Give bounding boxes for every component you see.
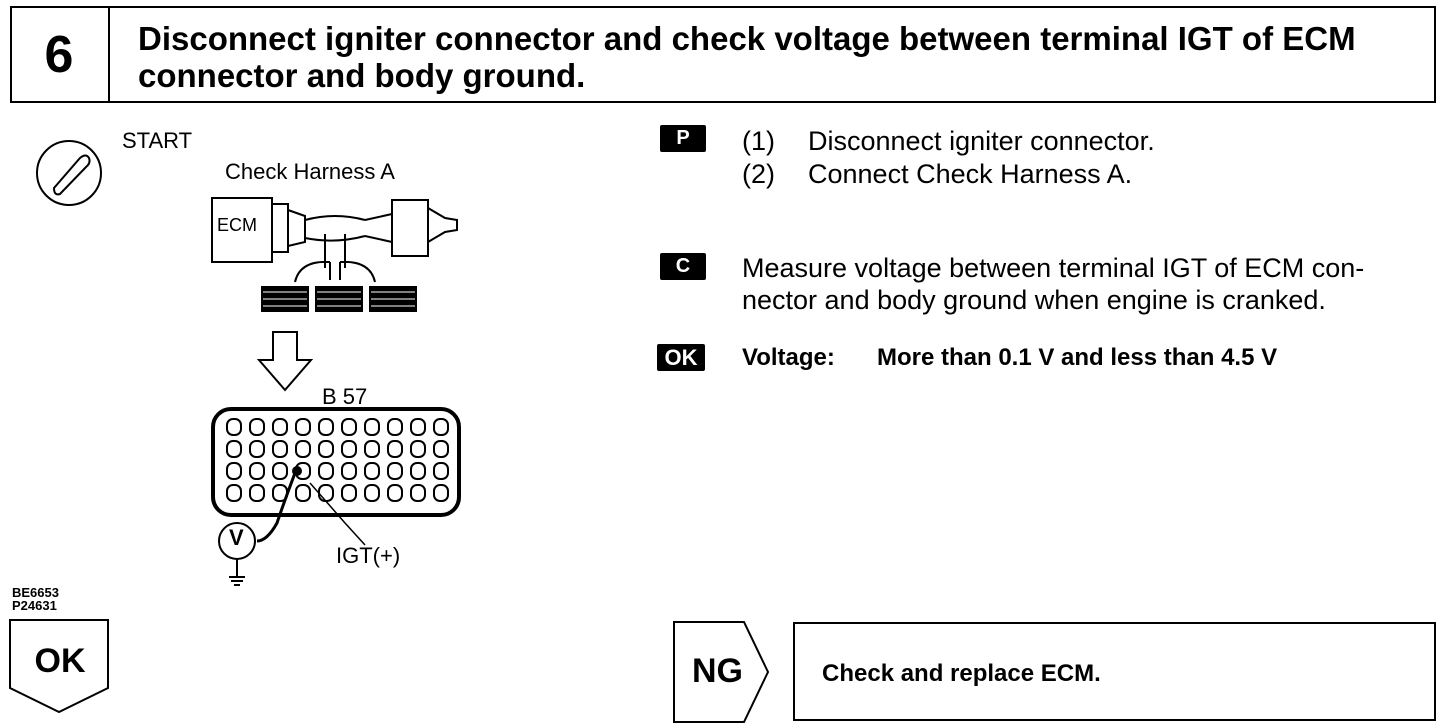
figure-code: BE6653 [12, 585, 59, 600]
ng-action-box [793, 622, 1436, 721]
check-instruction-line: Measure voltage between terminal IGT of … [742, 253, 1365, 283]
connector-terminal [341, 484, 357, 502]
connector-terminal [249, 484, 265, 502]
connector-terminal [341, 418, 357, 436]
start-icon [36, 140, 102, 206]
connector-terminal [433, 418, 449, 436]
spec-label: Voltage: [742, 344, 835, 371]
connector-terminal [226, 440, 242, 458]
connector-terminal [410, 484, 426, 502]
start-label: START [122, 128, 193, 153]
connector-terminal [387, 462, 403, 480]
procedure-step-number: (2) [742, 159, 775, 189]
connector-terminal [433, 462, 449, 480]
check-instruction-line: nector and body ground when engine is cr… [742, 285, 1326, 315]
procedure-step-text: Connect Check Harness A. [808, 159, 1133, 189]
igt-terminal-label: IGT(+) [336, 543, 401, 568]
ecm-label: ECM [217, 215, 257, 235]
connector-terminal [295, 484, 311, 502]
connector-terminal [341, 462, 357, 480]
ok-spec-tag: OK [657, 344, 705, 371]
connector-terminal [226, 418, 242, 436]
check-tag: C [660, 253, 706, 280]
connector-terminal [226, 484, 242, 502]
connector-terminal [249, 440, 265, 458]
connector-label: B 57 [322, 384, 368, 409]
step-title: Disconnect igniter connector and check v… [138, 20, 1356, 94]
connector-terminal [318, 418, 334, 436]
harness-label: Check Harness A [225, 159, 395, 184]
ng-flow-pointer [673, 621, 770, 723]
connector-terminal [295, 440, 311, 458]
step-number: 6 [10, 6, 110, 103]
connector-terminal [364, 418, 380, 436]
connector-terminal [318, 462, 334, 480]
down-arrow-icon [256, 331, 314, 392]
connector-terminal [249, 462, 265, 480]
figure-code: P24631 [12, 598, 57, 613]
connector-terminal [272, 440, 288, 458]
connector-terminal [364, 440, 380, 458]
connector-terminal [272, 418, 288, 436]
connector-terminal [433, 484, 449, 502]
step-header-box [10, 6, 1436, 103]
connector-terminal [226, 462, 242, 480]
connector-terminal [410, 462, 426, 480]
ok-flow-pointer [9, 619, 109, 714]
voltmeter-label: V [229, 525, 244, 550]
ecm-connector-b57-diagram [211, 407, 461, 586]
connector-terminal [364, 484, 380, 502]
connector-terminal [387, 418, 403, 436]
ng-action-text: Check and replace ECM. [822, 660, 1101, 687]
connector-terminal [272, 462, 288, 480]
connector-terminal [318, 440, 334, 458]
connector-terminal [387, 440, 403, 458]
connector-terminal [410, 440, 426, 458]
connector-terminal [410, 418, 426, 436]
procedure-step-text: Disconnect igniter connector. [808, 126, 1155, 156]
connector-terminal [295, 418, 311, 436]
ok-flow-label: OK [34, 642, 86, 680]
connector-terminal [249, 418, 265, 436]
check-harness-diagram [211, 197, 458, 312]
connector-terminal [341, 440, 357, 458]
procedure-step-number: (1) [742, 126, 775, 156]
connector-terminal [433, 440, 449, 458]
spec-value: More than 0.1 V and less than 4.5 V [877, 344, 1278, 371]
connector-terminal [364, 462, 380, 480]
procedure-tag: P [660, 125, 706, 152]
connector-terminal [387, 484, 403, 502]
ng-flow-label: NG [692, 652, 743, 690]
